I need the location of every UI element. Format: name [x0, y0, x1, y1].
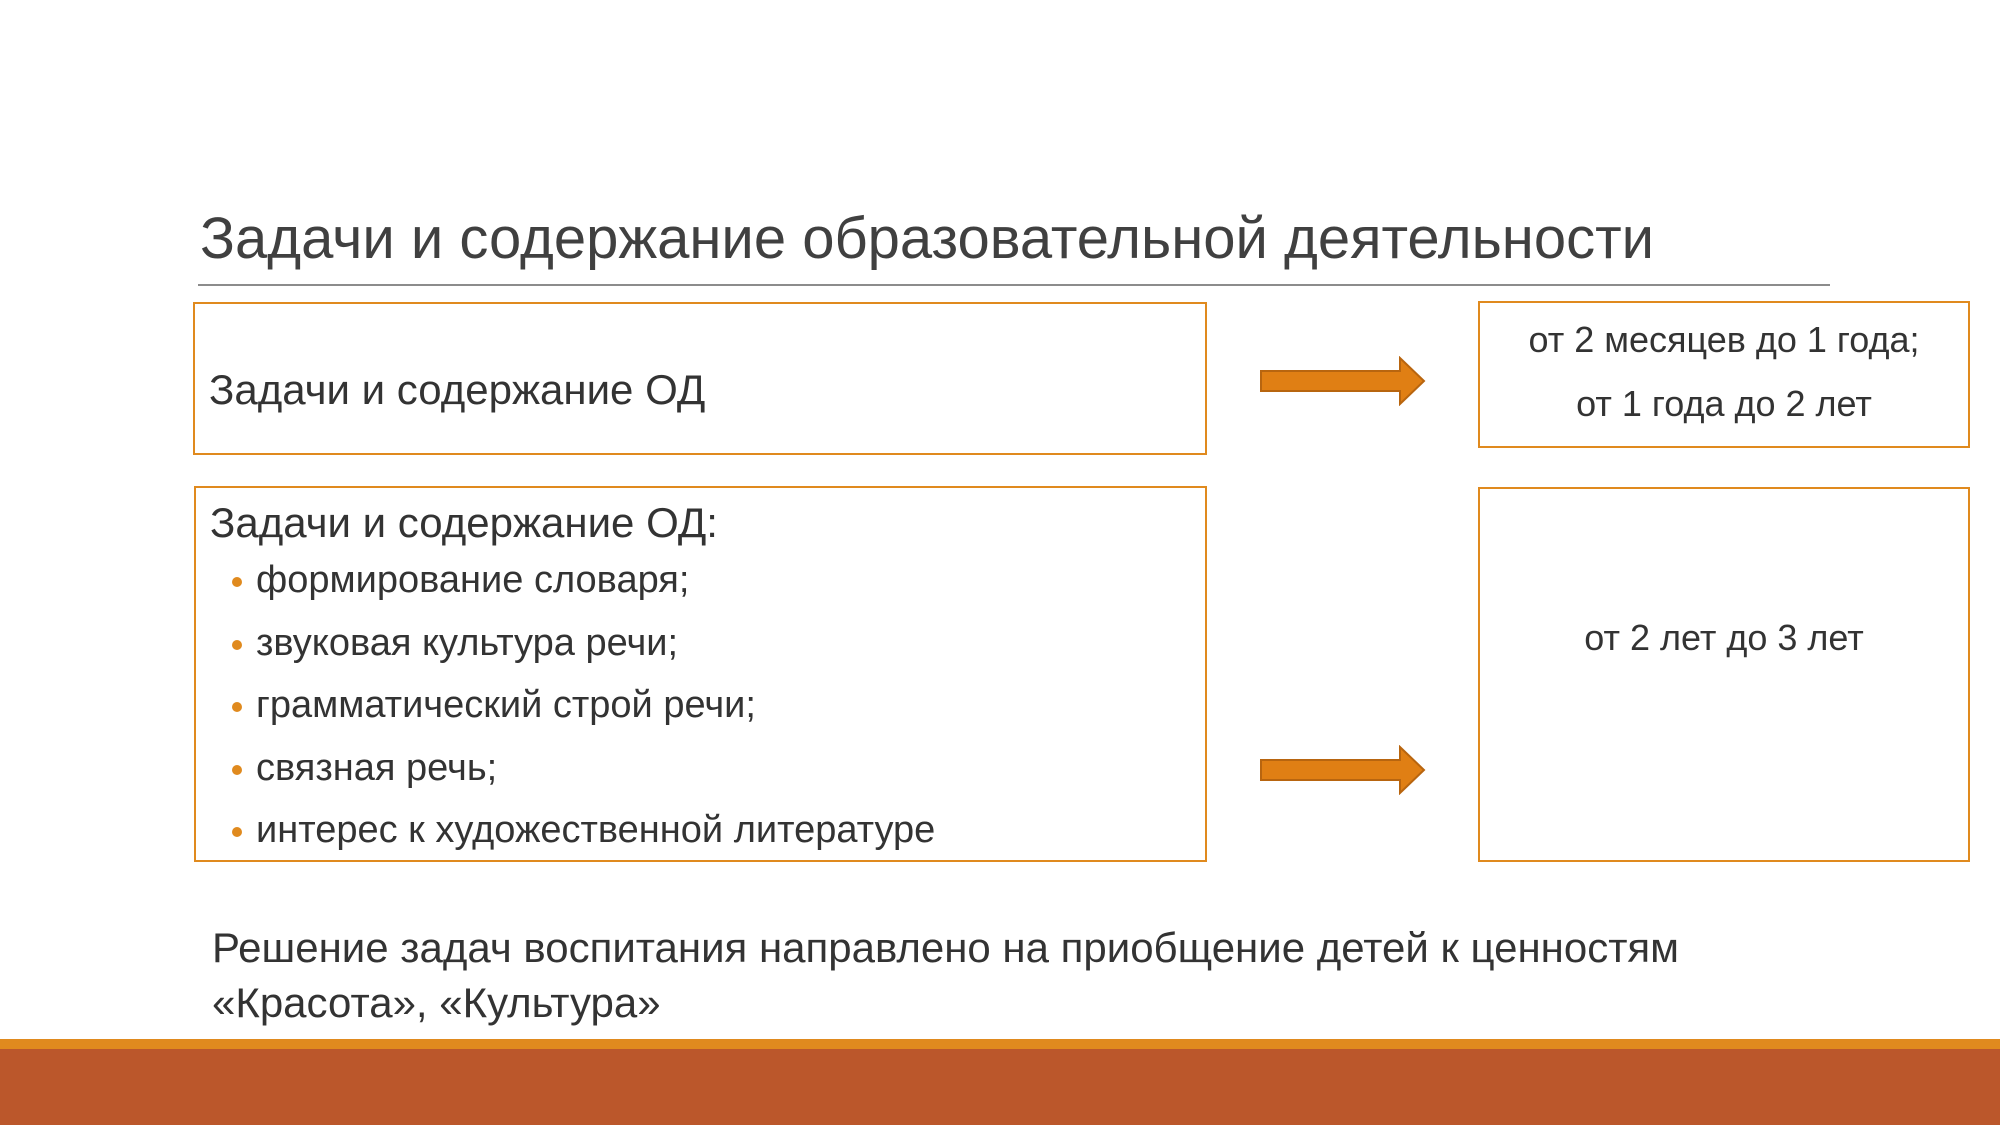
right-arrow-icon [1260, 745, 1426, 795]
conclusion-line: «Красота», «Культура» [212, 979, 661, 1026]
conclusion-text: Решение задач воспитания направлено на п… [212, 920, 1679, 1030]
list-item-text: звуковая культура речи; [256, 621, 679, 664]
tasks-box-heading: Задачи и содержание ОД [209, 366, 706, 413]
list-item: связная речь; [232, 744, 935, 807]
age-range-line: от 1 года до 2 лет [1576, 383, 1872, 424]
age-range-box-infants: от 2 месяцев до 1 года; от 1 года до 2 л… [1478, 301, 1970, 448]
list-item-text: связная речь; [256, 746, 498, 789]
conclusion-line: Решение задач воспитания направлено на п… [212, 924, 1680, 971]
list-item-text: грамматический строй речи; [256, 684, 756, 726]
footer-band [0, 1049, 2000, 1125]
tasks-list-heading: Задачи и содержание ОД: [210, 499, 718, 546]
bullet-dot-icon [232, 639, 242, 650]
tasks-list: формирование словаря; звуковая культура … [232, 556, 935, 869]
right-arrow-icon [1260, 356, 1426, 406]
title-underline [198, 284, 1830, 286]
list-item-text: формирование словаря; [256, 559, 690, 601]
age-range-line: от 2 месяцев до 1 года; [1528, 319, 1920, 360]
bullet-dot-icon [232, 827, 242, 837]
tasks-box-toddlers: Задачи и содержание ОД: формирование сло… [194, 486, 1207, 862]
bullet-dot-icon [232, 702, 242, 712]
bullet-dot-icon [232, 577, 242, 587]
age-range-line: от 2 лет до 3 лет [1584, 617, 1864, 658]
list-item: звуковая культура речи; [232, 619, 935, 682]
footer-band-accent [0, 1039, 2000, 1049]
tasks-box-infants: Задачи и содержание ОД [193, 302, 1207, 455]
list-item: грамматический строй речи; [232, 681, 935, 744]
bullet-dot-icon [232, 764, 242, 775]
list-item-text: интерес к художественной литературе [256, 809, 936, 851]
slide-title: Задачи и содержание образовательной деят… [200, 206, 1655, 271]
list-item: интерес к художественной литературе [232, 806, 935, 869]
age-range-box-toddlers: от 2 лет до 3 лет [1478, 487, 1970, 862]
list-item: формирование словаря; [232, 556, 935, 619]
